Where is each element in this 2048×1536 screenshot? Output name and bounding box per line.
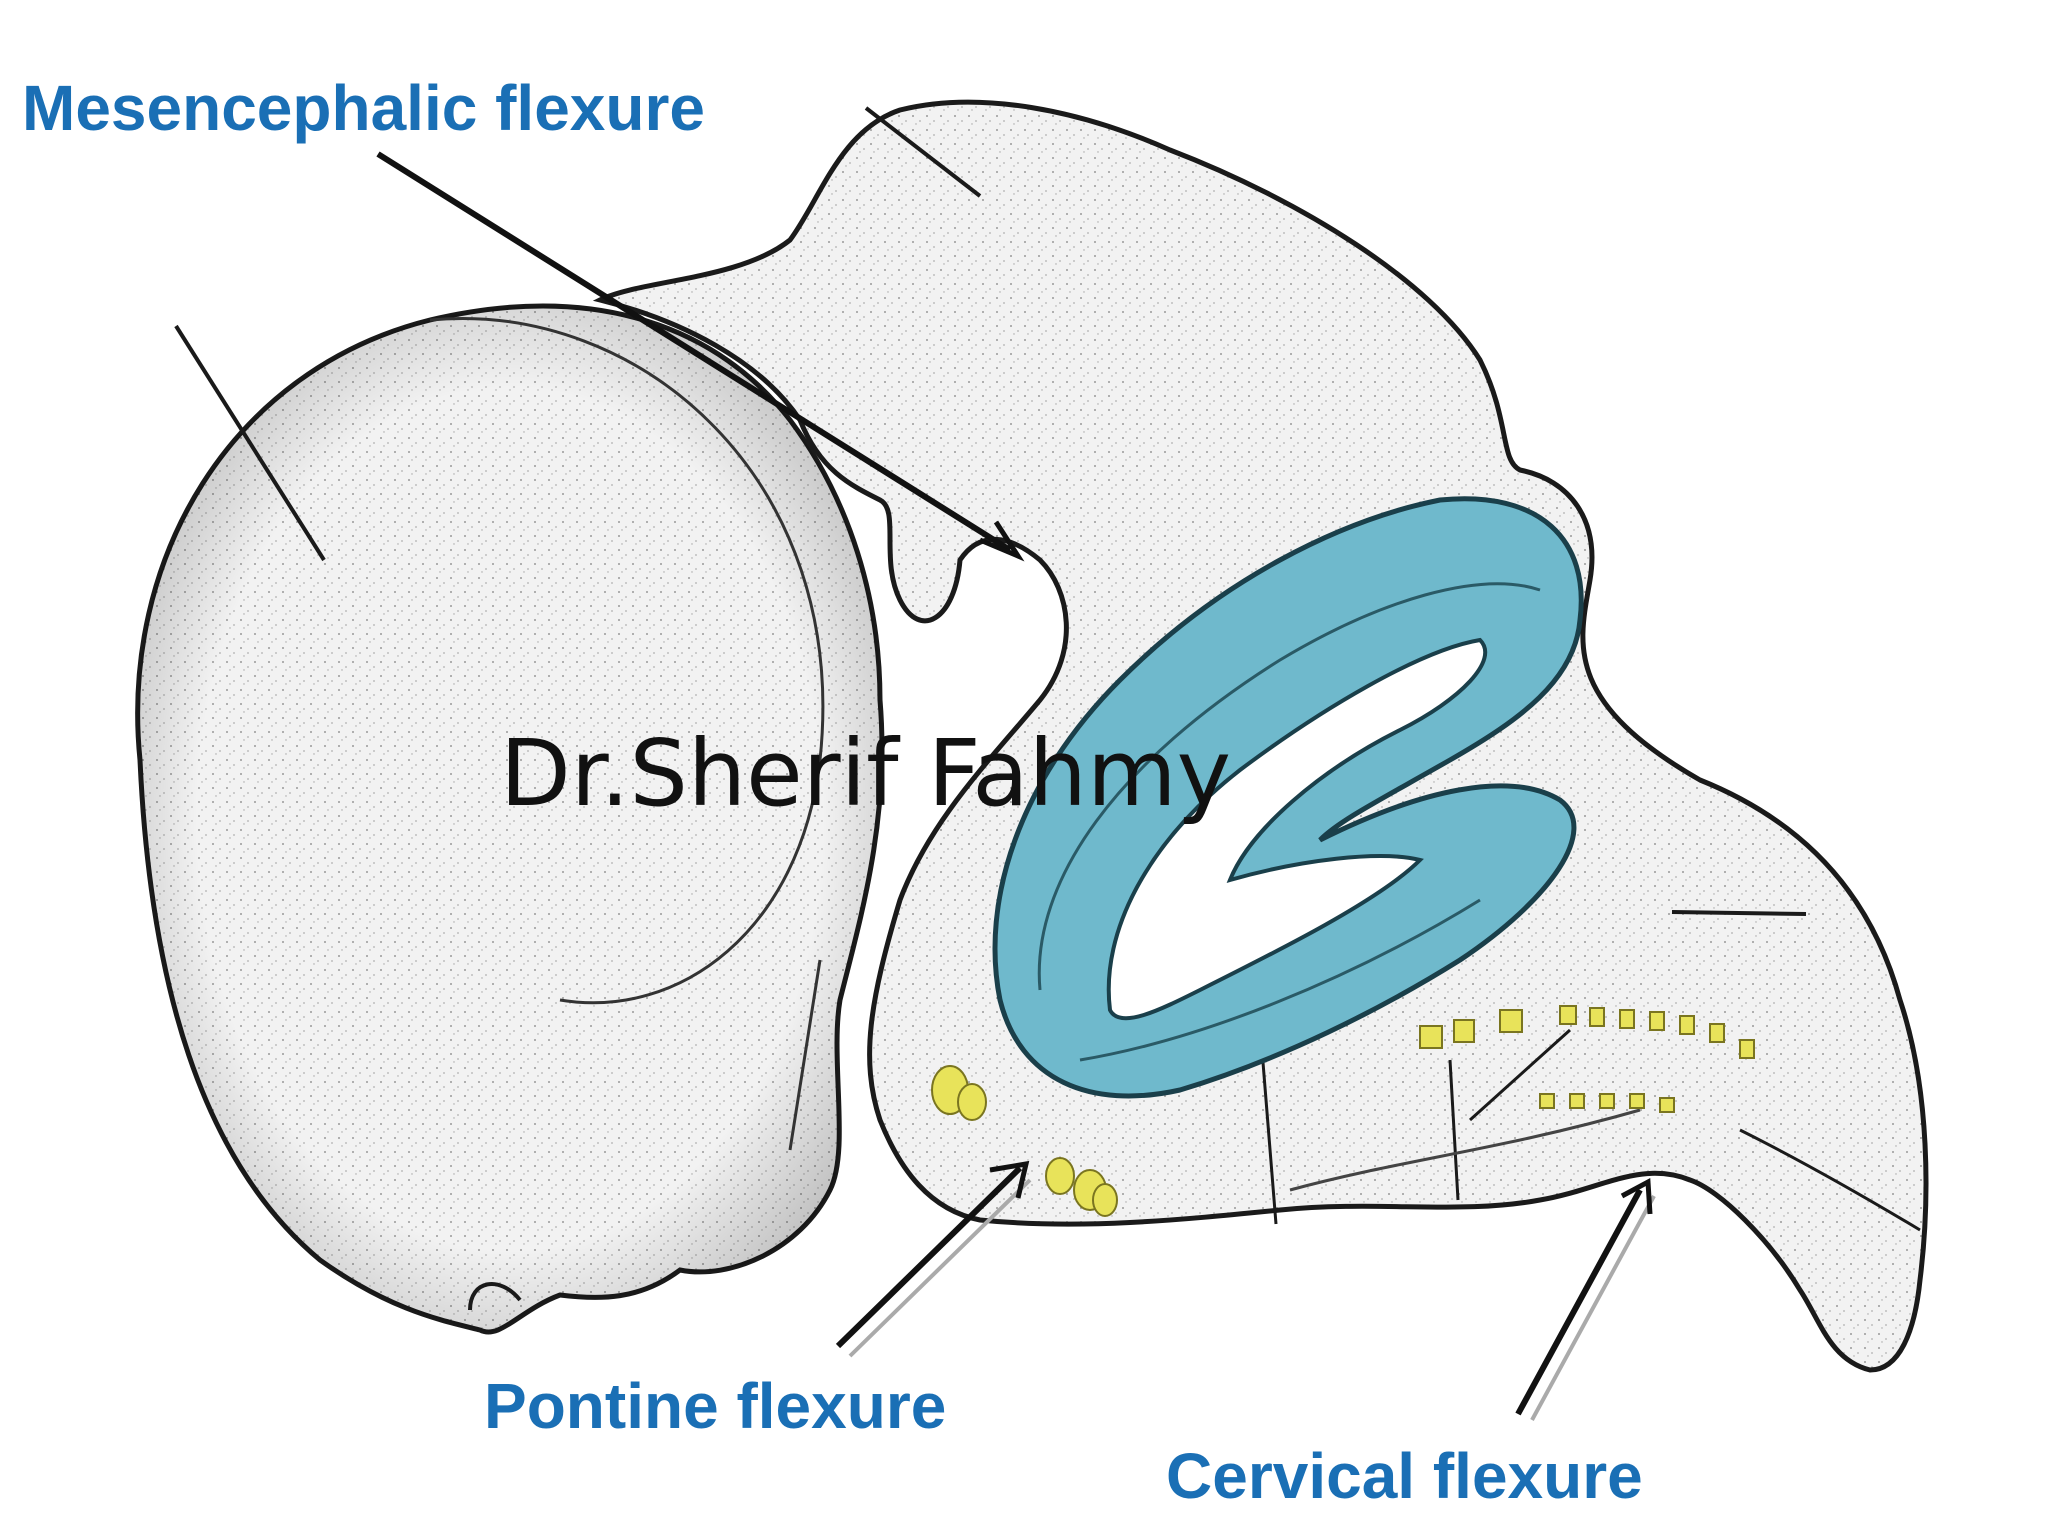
pontine-arrow <box>835 1160 1032 1358</box>
cervical-flexure-label: Cervical flexure <box>1166 1440 1643 1512</box>
nerve-roots <box>931 1005 1755 1217</box>
mesencephalic-flexure-label: Mesencephalic flexure <box>22 72 705 144</box>
pontine-flexure-label: Pontine flexure <box>484 1370 947 1442</box>
mesencephalic-arrow <box>376 151 1025 562</box>
cervical-arrow <box>1515 1177 1656 1421</box>
author-watermark: Dr.Sherif Fahmy <box>500 720 1232 827</box>
fourth-ventricle <box>992 496 1584 1099</box>
forebrain-vesicle <box>135 303 885 1335</box>
